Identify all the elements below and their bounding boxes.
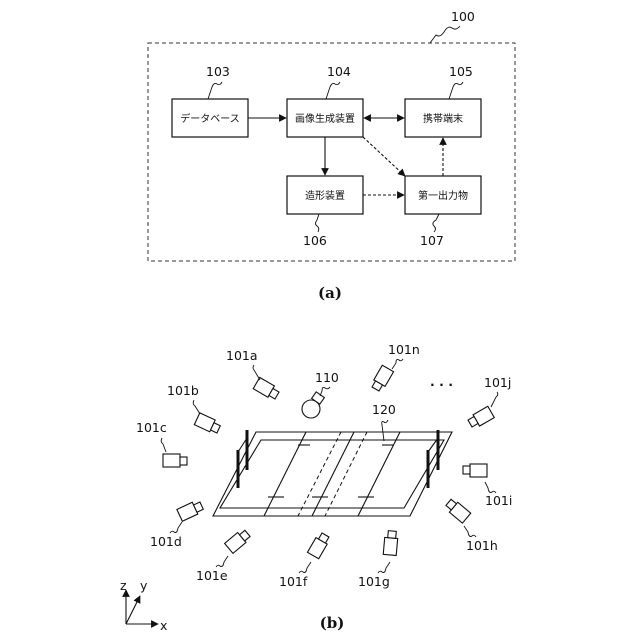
first-output-ref-leader <box>433 214 439 232</box>
camera-101d-label: 101d <box>150 534 182 549</box>
camera-101j-label: 101j <box>484 375 511 390</box>
camera-101h-leader <box>464 526 476 537</box>
camera-101i-label: 101i <box>485 493 512 508</box>
court-center-line <box>312 432 354 516</box>
panel-a-caption: (a) <box>318 284 342 302</box>
database-ref-leader <box>208 82 222 99</box>
camera-101c-leader <box>161 438 166 452</box>
camera-101b-label: 101b <box>167 383 199 398</box>
database-label: データベース <box>180 112 240 125</box>
camera-101e-label: 101e <box>196 568 228 583</box>
panel-a-block-diagram: 100 データベース 103 画像生成装置 104 携帯端末 105 造形装置 … <box>148 9 515 302</box>
camera-101j-leader <box>491 392 498 407</box>
camera-101a-leader <box>253 365 260 380</box>
axis-y-label: y <box>140 578 148 593</box>
camera-101d <box>177 499 204 521</box>
camera-101f <box>307 532 330 559</box>
camera-101g <box>383 530 398 555</box>
camera-101n-leader <box>392 359 403 369</box>
arrow-generator-to-first-output <box>363 137 405 176</box>
camera-101n-label: 101n <box>388 342 420 357</box>
camera-101n <box>370 365 393 392</box>
axis-z-label: z <box>120 578 127 593</box>
panel-b-caption: (b) <box>320 614 345 632</box>
modeling-device-label: 造形装置 <box>305 189 345 202</box>
court-ref-label: 120 <box>372 402 396 417</box>
more-cameras-ellipsis: . . . <box>430 374 453 389</box>
light-ref-label: 110 <box>315 370 339 385</box>
system-ref-leader <box>430 26 460 43</box>
camera-101d-leader <box>170 522 182 533</box>
camera-101g-leader <box>378 562 390 573</box>
modeling-device-ref-label: 106 <box>303 233 327 248</box>
camera-101i <box>463 464 487 477</box>
system-ref-label: 100 <box>451 9 475 24</box>
light-ref-leader <box>320 387 330 396</box>
court <box>213 430 452 516</box>
axis-x-label: x <box>160 618 167 633</box>
camera-101h-label: 101h <box>466 538 498 553</box>
coordinate-axes <box>126 590 158 624</box>
camera-101f-leader <box>299 562 311 573</box>
modeling-device-ref-leader <box>316 214 320 232</box>
camera-101e-leader <box>216 556 228 567</box>
court-dash-right <box>325 432 367 516</box>
axis-y <box>126 596 140 624</box>
database-ref-label: 103 <box>206 64 230 79</box>
camera-101c <box>163 454 187 467</box>
camera-101a-label: 101a <box>226 348 258 363</box>
camera-101e <box>225 528 252 553</box>
light-source-110 <box>302 392 324 418</box>
mobile-terminal-label: 携帯端末 <box>423 112 463 125</box>
camera-101h <box>444 498 471 523</box>
court-inner-line <box>220 440 444 508</box>
image-generator-ref-leader <box>326 82 340 99</box>
camera-101i-leader <box>485 482 496 493</box>
image-generator-label: 画像生成装置 <box>295 112 355 125</box>
camera-101b <box>194 413 221 435</box>
camera-101b-leader <box>193 400 200 414</box>
first-output-label: 第一出力物 <box>418 189 468 202</box>
camera-101g-label: 101g <box>358 574 390 589</box>
camera-101c-label: 101c <box>136 420 167 435</box>
camera-101f-label: 101f <box>279 574 308 589</box>
mobile-terminal-ref-leader <box>449 82 463 99</box>
camera-101a <box>253 377 280 400</box>
camera-101j <box>467 406 494 429</box>
first-output-ref-label: 107 <box>420 233 444 248</box>
court-ref-leader <box>382 420 388 441</box>
image-generator-ref-label: 104 <box>327 64 351 79</box>
panel-b-camera-arrangement: 120 110 101a 101b 101c <box>120 342 512 633</box>
mobile-terminal-ref-label: 105 <box>449 64 473 79</box>
